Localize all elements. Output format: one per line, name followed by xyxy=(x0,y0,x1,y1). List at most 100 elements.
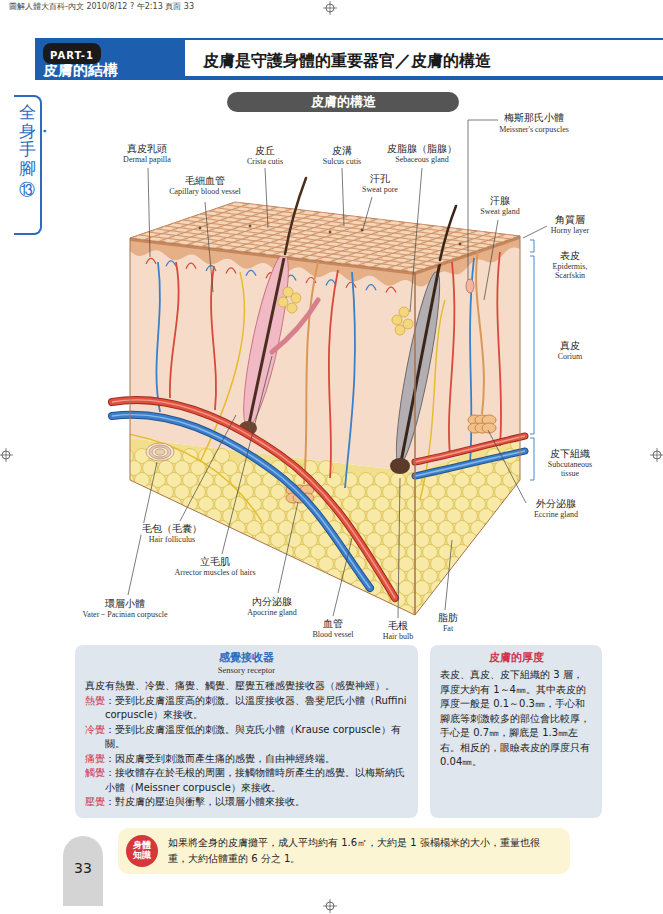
fat-cell xyxy=(495,557,510,572)
skin-groove xyxy=(415,236,520,272)
sense-term: 冷覺 xyxy=(85,723,105,752)
fat-cell xyxy=(127,509,142,524)
fat-cell xyxy=(303,581,318,596)
pacinian-corpuscle xyxy=(146,443,174,461)
part-label: 毛包（毛囊） xyxy=(141,523,203,535)
fat-cell xyxy=(431,581,446,596)
skin-groove xyxy=(258,217,363,253)
fat-cell xyxy=(143,581,158,596)
text-row: 身體知識 xyxy=(133,841,151,861)
skin-groove xyxy=(216,212,321,248)
fat-cell xyxy=(191,509,206,524)
vessel-lumen xyxy=(415,451,525,476)
part-label: Hair folliculus xyxy=(148,535,196,544)
fat-cell xyxy=(111,437,126,452)
fat-cell xyxy=(319,581,334,596)
fat-cell xyxy=(295,593,310,608)
fat-cell xyxy=(119,521,134,536)
fat-cell xyxy=(127,629,142,644)
fat-cell xyxy=(471,569,486,584)
fat-cell xyxy=(495,581,510,596)
part-label: Sweat pore xyxy=(361,185,399,194)
fat-cell xyxy=(199,617,214,632)
info-box: 感覺接收器Sensory receptor真皮有熱覺、冷覺、痛覺、觸覺、壓覺五種… xyxy=(75,645,418,818)
part-label: Crista cutis xyxy=(246,157,284,166)
fat-cell xyxy=(471,617,486,632)
fat-cell xyxy=(143,557,158,572)
layer-bracket xyxy=(530,256,534,434)
skin-groove xyxy=(301,222,406,258)
skin-groove xyxy=(159,205,264,241)
text-row: 全身・手腳 xyxy=(14,103,40,178)
part-label: 皮丘 xyxy=(254,145,276,157)
leader-line xyxy=(410,168,422,312)
vessel-highlight xyxy=(415,451,525,476)
mark-cross xyxy=(323,1,337,15)
part-label: 環層小體 xyxy=(104,598,146,610)
fat-cell xyxy=(167,545,182,560)
box-body: 表皮、真皮、皮下組織的 3 層，厚度大約有 1～4㎜。其中表皮的厚度一般是 0.… xyxy=(440,668,592,770)
fat-cell xyxy=(175,509,190,524)
fat-cell xyxy=(471,593,486,608)
fat-cell xyxy=(263,617,278,632)
part-pill: PART-1 xyxy=(43,43,101,64)
fat-cell xyxy=(511,629,526,644)
registration-mark xyxy=(650,448,663,462)
fat-cell xyxy=(151,545,166,560)
part-label: Subcutaneous tissue xyxy=(538,460,602,478)
fat-cell xyxy=(191,629,206,644)
sebaceous-gland xyxy=(399,307,409,317)
fat-cell xyxy=(375,593,390,608)
fat-cell xyxy=(487,593,502,608)
fat-cell xyxy=(231,545,246,560)
fat-cell xyxy=(463,605,478,620)
fat-cell xyxy=(423,593,438,608)
fat-cell xyxy=(135,497,150,512)
fat-cell xyxy=(207,533,222,548)
text-row: 感覺接收器 xyxy=(85,651,408,665)
fat-cell xyxy=(503,569,518,584)
fat-cell xyxy=(255,629,270,644)
part-label: Meissner's corpuscles xyxy=(498,125,570,134)
fat-cell xyxy=(111,629,126,644)
note-box: 如果將全身的皮膚攤平，成人平均約有 1.6㎡，大約是 1 張榻榻米的大小，重量也… xyxy=(118,828,570,874)
skin-groove xyxy=(173,207,278,243)
fat-cell xyxy=(159,581,174,596)
fat-cell xyxy=(519,569,534,584)
fat-cell xyxy=(175,629,190,644)
part-label: Arrector muscles of hairs xyxy=(173,568,256,577)
part-label: PART-1 xyxy=(50,50,94,61)
skin-groove xyxy=(387,233,492,269)
fat-cell xyxy=(295,569,310,584)
part-label: 梅斯那氏小體 xyxy=(503,112,565,124)
fat-cell xyxy=(383,605,398,620)
block-outline xyxy=(130,238,415,615)
title-pill: 皮膚的構造 xyxy=(227,92,459,112)
blood-vessel xyxy=(415,436,525,462)
sense-definition: ：因皮膚受到刺激而產生痛的感覺，自由神經終端。 xyxy=(105,752,408,767)
registration-mark xyxy=(0,448,13,462)
hair xyxy=(285,178,306,254)
fat-cell xyxy=(119,545,134,560)
sebaceous-gland xyxy=(287,303,297,313)
part-label: Sweat gland xyxy=(479,207,520,216)
fat-cell xyxy=(519,521,534,536)
leader-line xyxy=(445,540,452,610)
part-label: Vater－Pacinian corpuscle xyxy=(81,610,168,619)
fat-cell xyxy=(143,509,158,524)
part-label: 毛根 xyxy=(387,620,409,632)
layer-bracket xyxy=(530,438,534,480)
leader-line xyxy=(484,220,498,300)
mark-cross xyxy=(0,448,13,462)
fat-cells xyxy=(111,437,534,644)
capillary-loop xyxy=(186,263,196,269)
text-row: 熱覺：受到比皮膚溫度高的刺激。以溫度接收器、魯斐尼氏小體（Ruffini cor… xyxy=(85,694,408,723)
fat-cell xyxy=(327,569,342,584)
fat-cell xyxy=(175,581,190,596)
fat-cell xyxy=(231,593,246,608)
skin-groove xyxy=(130,202,235,238)
sense-definition: ：受到比皮膚溫度低的刺激。與克氏小體（Krause corpuscle）有關。 xyxy=(105,723,408,752)
chapter-tab-text: 全身・手腳 xyxy=(19,103,36,178)
fat-cell xyxy=(111,581,126,596)
leader-line xyxy=(488,430,526,503)
